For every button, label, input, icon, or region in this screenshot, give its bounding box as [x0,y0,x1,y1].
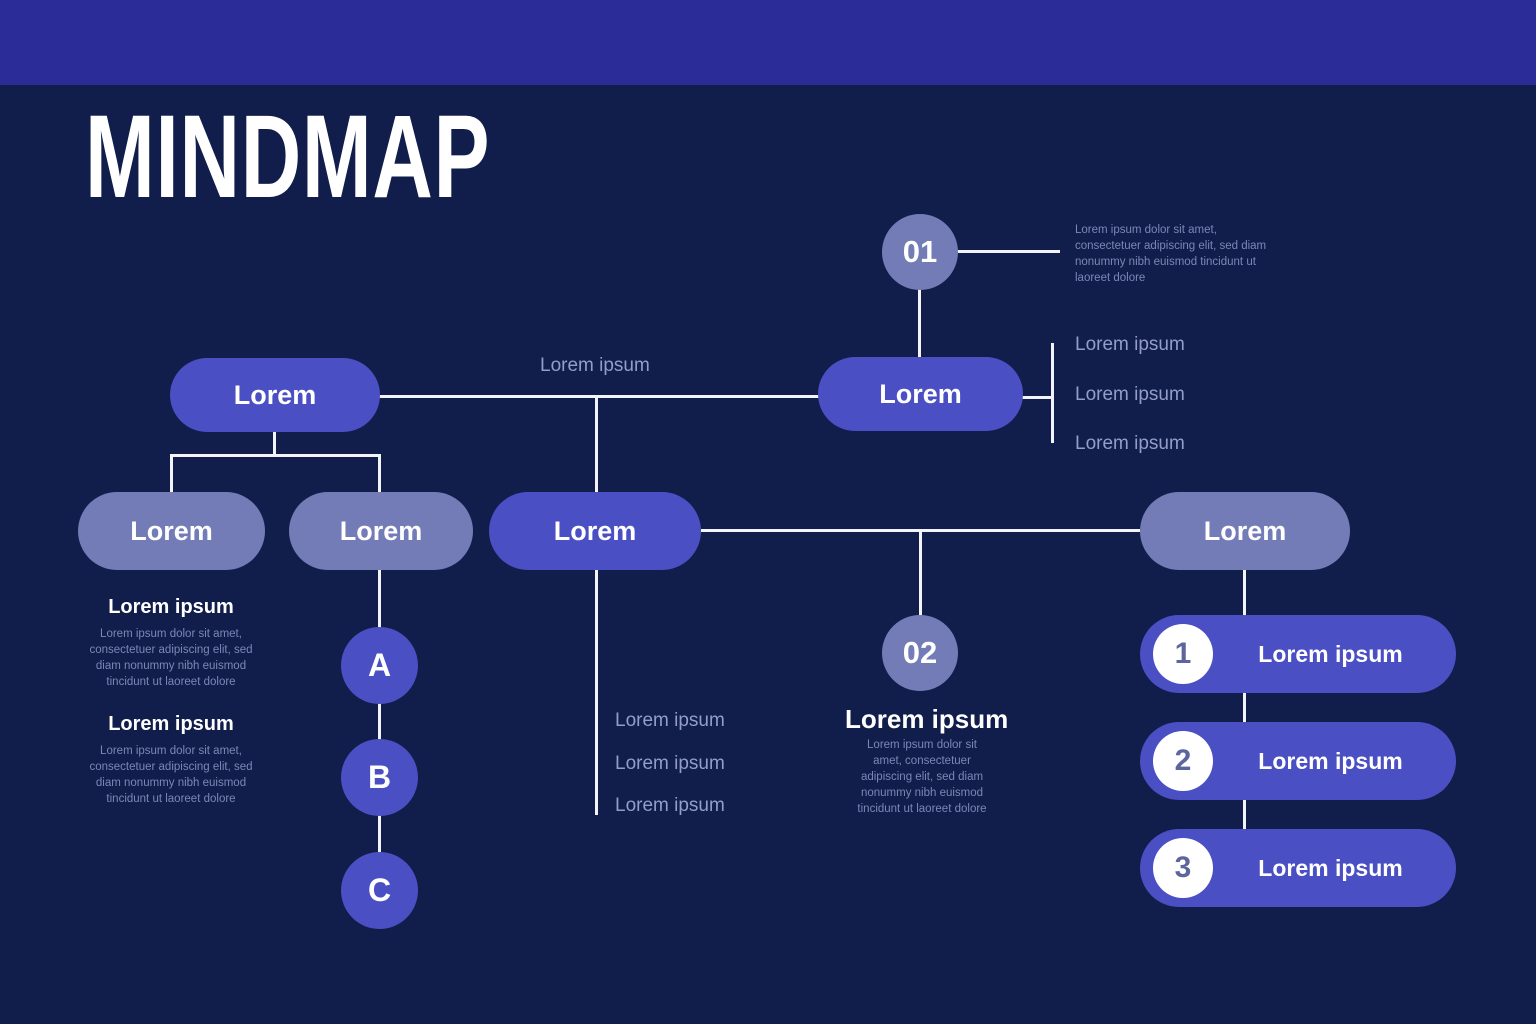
bar-3-number: 3 [1174,851,1192,884]
left-text-block-2: Lorem ipsum Lorem ipsum dolor sit amet, … [76,713,266,807]
bar-1-number-circle: 1 [1153,624,1213,684]
left-block-2-body: Lorem ipsum dolor sit amet, consectetuer… [89,745,253,806]
connector-root-left-to-root-right [378,395,820,398]
numbered-bar-3: 3 Lorem ipsum [1140,829,1456,907]
root-right-list-item-3: Lorem ipsum [1075,433,1185,454]
center-list-item-3: Lorem ipsum [615,795,725,816]
connector-main-to-center [595,395,598,493]
bar-2-label: Lorem ipsum [1258,747,1403,774]
letter-a: A [367,647,392,683]
node-child-left-2-label: Lorem [339,515,423,546]
connector-root-right-list [1051,343,1054,443]
node-child-left-2: Lorem [289,492,473,570]
node-root-left: Lorem [170,358,380,432]
badge-02-description: Lorem ipsum dolor sit amet, consectetuer… [857,739,987,816]
numbered-bar-1: 1 Lorem ipsum [1140,615,1456,693]
node-child-left-1: Lorem [78,492,265,570]
letter-circle-b: B [341,739,418,816]
center-list-item-1: Lorem ipsum [615,710,725,731]
connector-a-to-b [378,703,381,740]
badge-01-description: Lorem ipsum dolor sit amet, consectetuer… [1075,224,1267,285]
bar-3-number-circle: 3 [1153,838,1213,898]
connector-to-02 [919,529,922,615]
connector-pill-to-a [378,570,381,628]
badge-01-number: 01 [902,234,938,269]
connector-bracket-left-drop [170,454,173,493]
connector-center-list [595,570,598,815]
letter-circle-c: C [341,852,418,929]
node-right-label: Lorem [1203,515,1287,546]
root-right-list-item-1: Lorem ipsum [1075,334,1185,355]
top-accent-bar [0,0,1536,85]
node-child-left-1-label: Lorem [130,515,213,546]
badge-circle-02: 02 [882,615,958,691]
badge-circle-01: 01 [882,214,958,290]
root-right-list-item-2: Lorem ipsum [1075,384,1185,405]
badge-02-number: 02 [902,635,938,670]
connector-b-to-c [378,815,381,853]
letter-circle-a: A [341,627,418,704]
node-center-label: Lorem [553,515,637,546]
bar-3-label: Lorem ipsum [1258,854,1403,881]
bar-1-label: Lorem ipsum [1258,640,1403,667]
badge-02-heading: Lorem ipsum [845,704,1009,734]
node-center: Lorem [489,492,701,570]
page-title: MINDMAP [85,91,491,223]
node-right: Lorem [1140,492,1350,570]
node-root-right: Lorem [818,357,1023,431]
bar-2-number: 2 [1174,744,1192,777]
letter-c: C [367,872,392,908]
bar-1-number: 1 [1174,637,1192,670]
connector-bar1-to-bar2 [1243,693,1246,722]
edge-label: Lorem ipsum [540,355,650,376]
bar-2-number-circle: 2 [1153,731,1213,791]
node-root-right-label: Lorem [879,378,962,409]
connector-bracket-right-drop [378,454,381,493]
connector-bracket-horizontal [170,454,381,457]
connector-root-left-stub [273,432,276,456]
connector-01-to-description [956,250,1060,253]
numbered-bar-2: 2 Lorem ipsum [1140,722,1456,800]
connector-right-to-bar1 [1243,570,1246,615]
connector-01-to-root-right [918,288,921,358]
left-text-block-1: Lorem ipsum Lorem ipsum dolor sit amet, … [76,596,266,690]
connector-root-right-stub [1022,396,1053,399]
node-root-left-label: Lorem [233,379,317,410]
letter-b: B [367,759,392,795]
left-block-1-heading: Lorem ipsum [108,596,234,618]
left-block-2-heading: Lorem ipsum [108,713,234,735]
connector-bar2-to-bar3 [1243,800,1246,829]
center-list-item-2: Lorem ipsum [615,753,725,774]
left-block-1-body: Lorem ipsum dolor sit amet, consectetuer… [89,628,253,689]
